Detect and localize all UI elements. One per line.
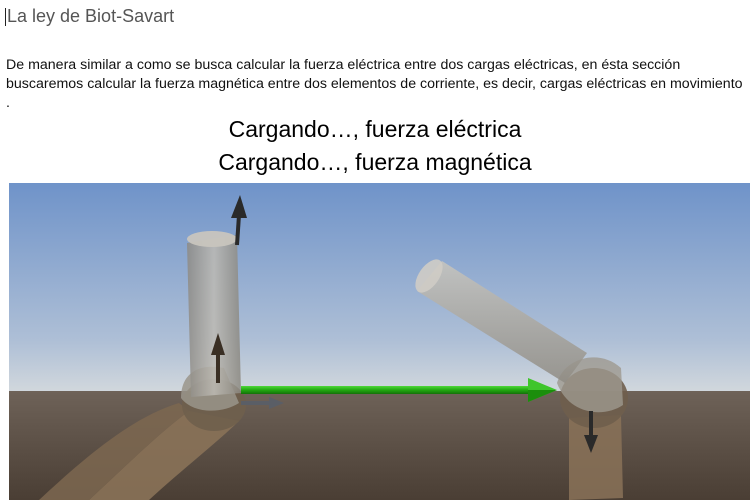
left-current-element[interactable] [39, 195, 247, 500]
3d-scene-viewport[interactable] [9, 183, 750, 500]
left-force-arrow [235, 214, 241, 246]
intro-paragraph: De manera similar a como se busca calcul… [6, 57, 743, 111]
sky [9, 183, 750, 393]
right-current-element[interactable] [410, 255, 628, 500]
magnetic-force-loading-label: Cargando…, fuerza magnética [218, 149, 532, 175]
scene-canvas[interactable] [9, 183, 750, 500]
electric-force-loading-label: Cargando…, fuerza eléctrica [228, 116, 522, 142]
text-cursor [5, 8, 6, 26]
separation-vector-arrow [241, 378, 557, 402]
velocity-arrow [241, 397, 284, 409]
page-title: La ley de Biot-Savart [7, 6, 175, 26]
